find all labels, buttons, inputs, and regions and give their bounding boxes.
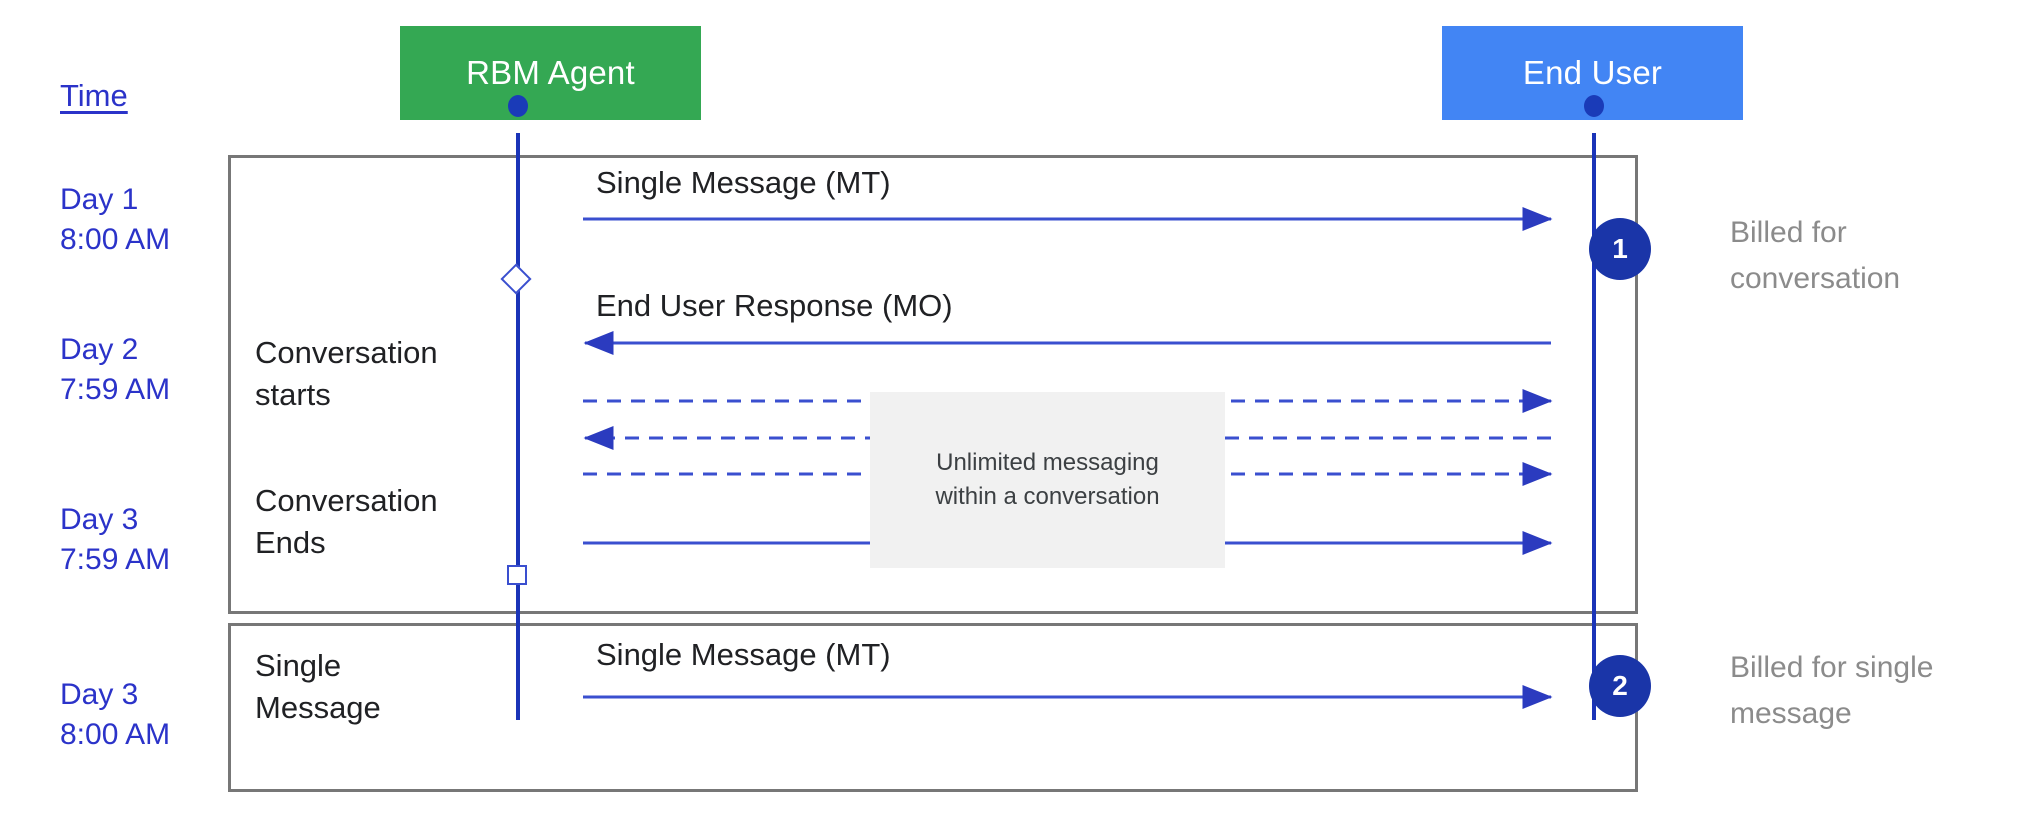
label-single-message: Single Message <box>255 648 381 725</box>
unlimited-messaging-note: Unlimited messaging within a conversatio… <box>870 392 1225 568</box>
time-label-day3-end: Day 3 7:59 AM <box>60 503 171 576</box>
badge-2-number: 2 <box>1612 670 1628 701</box>
unlimited-messaging-note-text: Unlimited messaging within a conversatio… <box>935 449 1160 510</box>
badge-2: 2 <box>1589 655 1651 717</box>
end-user-lifeline <box>1592 133 1596 720</box>
conversation-group-frame <box>228 155 1638 614</box>
message-caption-mo-1: End User Response (MO) <box>596 288 953 323</box>
message-caption-mt-2: Single Message (MT) <box>596 637 891 672</box>
conversation-end-square-icon <box>507 565 527 585</box>
badge-1-number: 1 <box>1612 233 1628 264</box>
time-column-header: Time <box>60 78 128 113</box>
annotation-billed-for-single-message: Billed for single message <box>1730 651 1934 730</box>
rbm-agent-lifeline-dot <box>508 95 528 117</box>
time-label-day2: Day 2 7:59 AM <box>60 333 171 406</box>
rbm-agent-lifeline <box>516 133 520 720</box>
time-label-day1: Day 1 8:00 AM <box>60 183 171 256</box>
actor-rbm-agent-label: RBM Agent <box>466 54 635 91</box>
actor-end-user-label: End User <box>1522 54 1663 91</box>
end-user-lifeline-dot <box>1584 95 1604 117</box>
time-label-day3-single: Day 3 8:00 AM <box>60 678 171 751</box>
annotation-billed-for-conversation: Billed for conversation <box>1730 216 1901 295</box>
actor-rbm-agent[interactable]: RBM Agent <box>400 26 701 120</box>
single-message-group-frame <box>228 623 1638 792</box>
label-conversation-ends: Conversation Ends <box>255 483 438 560</box>
badge-1: 1 <box>1589 218 1651 280</box>
message-caption-mt-1: Single Message (MT) <box>596 165 891 200</box>
label-conversation-starts: Conversation starts <box>255 335 438 412</box>
